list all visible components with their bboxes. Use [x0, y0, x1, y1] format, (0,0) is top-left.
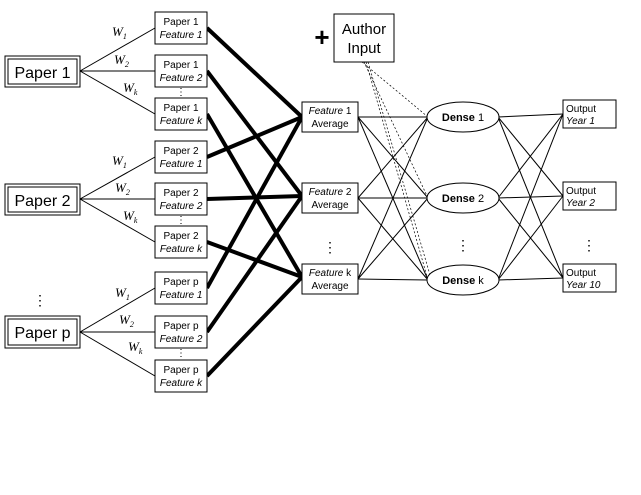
average-box: Feature 2 Average	[301, 182, 359, 214]
weight-label: Wk	[123, 80, 138, 97]
svg-text:Paper 1: Paper 1	[14, 65, 70, 82]
svg-text:Average: Average	[311, 200, 349, 211]
svg-text:Feature 2: Feature 2	[160, 73, 203, 84]
ellipsis: ⋮	[33, 292, 47, 308]
feature-box: Paper p Feature 1	[154, 271, 208, 305]
svg-text:Paper 1: Paper 1	[163, 103, 198, 114]
svg-text:Feature 1: Feature 1	[160, 30, 203, 41]
weight-label: Wk	[128, 339, 143, 356]
feature-box: Paper p Feature k	[154, 359, 208, 393]
feature-box: Paper 2 Feature 2	[154, 182, 208, 216]
svg-text:Paper 2: Paper 2	[14, 193, 70, 210]
weight-label: W1	[112, 24, 127, 41]
svg-text:Paper 1: Paper 1	[163, 60, 198, 71]
svg-text:Paper 2: Paper 2	[163, 188, 198, 199]
ellipsis: ⋮	[456, 237, 470, 253]
weight-label: W2	[115, 180, 130, 197]
svg-text:Output: Output	[566, 268, 596, 279]
ellipsis: ⋮	[176, 87, 186, 98]
svg-text:Feature 2: Feature 2	[160, 201, 203, 212]
svg-text:Feature 2: Feature 2	[309, 187, 352, 198]
svg-text:Year 1: Year 1	[566, 116, 595, 127]
feature-box: Paper 2 Feature 1	[154, 140, 208, 174]
connection-lines	[79, 26, 564, 378]
svg-text:Feature k: Feature k	[160, 244, 203, 255]
svg-text:Paper 2: Paper 2	[163, 231, 198, 242]
ellipsis: ⋮	[176, 348, 186, 359]
output-box: Output Year 2	[562, 181, 617, 211]
feature-box: Paper 1 Feature 2	[154, 54, 208, 88]
svg-text:Year 2: Year 2	[566, 198, 595, 209]
paper-box: Paper 2	[4, 183, 81, 216]
feature-box: Paper 2 Feature k	[154, 225, 208, 259]
svg-text:Average: Average	[311, 281, 349, 292]
weight-label: W1	[115, 285, 130, 302]
svg-text:Year 10: Year 10	[566, 280, 601, 291]
feature-box: Paper 1 Feature 1	[154, 11, 208, 45]
author-input-box: Author Input	[333, 13, 395, 63]
dense-node: Dense 2	[426, 182, 500, 214]
weight-label: W1	[112, 153, 127, 170]
svg-text:Paper 1: Paper 1	[163, 17, 198, 28]
svg-text:Paper 2: Paper 2	[163, 146, 198, 157]
ellipsis: ⋮	[582, 237, 596, 253]
svg-text:Output: Output	[566, 104, 596, 115]
svg-text:Paper p: Paper p	[163, 277, 198, 288]
svg-text:Input: Input	[347, 40, 381, 57]
svg-text:Feature 2: Feature 2	[160, 334, 203, 345]
dense-node: Dense 1	[426, 101, 500, 133]
svg-text:Paper p: Paper p	[163, 321, 198, 332]
output-box: Output Year 1	[562, 99, 617, 129]
svg-text:Paper p: Paper p	[163, 365, 198, 376]
ellipsis: ⋮	[176, 215, 186, 226]
svg-text:Feature k: Feature k	[160, 116, 203, 127]
weight-label: W2	[114, 52, 129, 69]
svg-text:Average: Average	[311, 119, 349, 130]
svg-text:Feature k: Feature k	[309, 268, 352, 279]
weight-label: W2	[119, 312, 134, 329]
weight-label: Wk	[123, 208, 138, 225]
paper-box: Paper 1	[4, 55, 81, 88]
svg-text:Feature k: Feature k	[160, 378, 203, 389]
paper-box: Paper p	[4, 315, 81, 349]
svg-text:Feature 1: Feature 1	[160, 290, 203, 301]
dense-node: Dense k	[426, 264, 500, 296]
output-box: Output Year 10	[562, 263, 617, 293]
feature-box: Paper p Feature 2	[154, 315, 208, 349]
svg-text:Feature 1: Feature 1	[309, 106, 352, 117]
feature-box: Paper 1 Feature k	[154, 97, 208, 131]
svg-text:Dense k: Dense k	[442, 275, 484, 287]
svg-text:Output: Output	[566, 186, 596, 197]
svg-text:Paper p: Paper p	[14, 325, 70, 342]
svg-text:Author: Author	[342, 21, 386, 38]
svg-text:Feature 1: Feature 1	[160, 159, 203, 170]
weight-labels: W1 W2 Wk W1 W2 Wk W1 W2 Wk	[112, 24, 143, 356]
average-box: Feature k Average	[301, 263, 359, 295]
svg-text:Dense 1: Dense 1	[442, 112, 484, 124]
ellipsis: ⋮	[323, 239, 337, 255]
plus-icon: +	[314, 22, 329, 52]
svg-text:Dense 2: Dense 2	[442, 193, 484, 205]
average-box: Feature 1 Average	[301, 101, 359, 133]
